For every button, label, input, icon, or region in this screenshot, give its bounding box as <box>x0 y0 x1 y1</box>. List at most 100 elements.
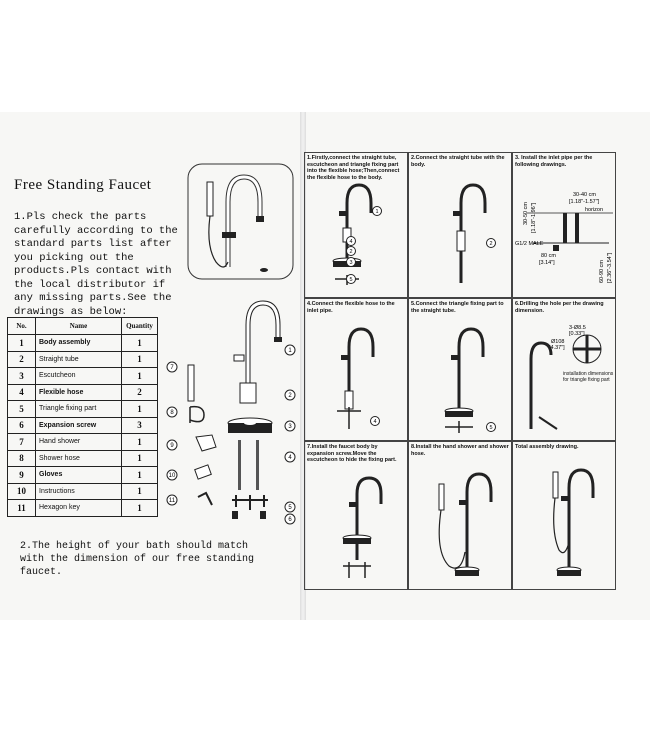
col-header-quantity: Quantity <box>121 317 158 335</box>
callout-1: 1 <box>288 348 292 354</box>
step-4-panel: 4.Connect the flexible hose to the inlet… <box>304 298 408 441</box>
step-6-drawing: 3-Ø8.5 [0.33"] Ø108 [4.37"] installation… <box>529 325 614 430</box>
dim-label: [1.18"-1.57"] <box>569 199 600 205</box>
callout: 4 <box>373 419 376 425</box>
step-9-drawing <box>552 468 595 576</box>
row-qty: 1 <box>121 449 158 467</box>
dim-label: [2.36"-3.54"] <box>607 252 613 283</box>
dim-label: [4.37"] <box>549 345 565 351</box>
row-name: Straight tube <box>35 350 122 368</box>
row-no: 1 <box>7 334 36 352</box>
step-caption: Total assembly drawing. <box>515 444 579 450</box>
dim-label: [0.33"] <box>569 331 585 337</box>
row-name: Expansion screw <box>35 416 122 434</box>
step-caption: 8.Install the hand shower and shower hos… <box>411 444 509 457</box>
step-2-drawing: 2 <box>453 183 496 283</box>
dim-note: installation dimensions for triangle fix… <box>563 371 614 383</box>
step-caption: 7.Install the faucet body by expansion s… <box>307 444 397 463</box>
row-qty: 1 <box>121 367 158 385</box>
faucet-overview-illustration <box>187 163 294 280</box>
table-header-row: No. Name Quantity <box>7 317 158 335</box>
row-qty: 1 <box>121 334 158 352</box>
row-name: Shower hose <box>35 449 122 467</box>
row-no: 9 <box>7 466 36 484</box>
step-7-panel: 7.Install the faucet body by expansion s… <box>304 441 408 590</box>
step-3-drawing: 30-40 cm [1.18"-1.57"] horizon 30-50 cm … <box>515 192 613 283</box>
callout-2: 2 <box>288 393 292 399</box>
callout-10: 10 <box>169 473 176 479</box>
step-5-drawing: 5 <box>444 327 496 433</box>
row-name: Gloves <box>35 466 122 484</box>
callout: 4 <box>349 239 352 245</box>
row-qty: 1 <box>121 350 158 368</box>
row-no: 4 <box>7 383 36 401</box>
dim-label: 60-90 cm <box>599 260 605 283</box>
step-4-drawing: 4 <box>337 327 380 429</box>
dim-label: horizon <box>585 207 603 213</box>
step-6-panel: 6.Drilling the hole per the drawing dime… <box>512 298 616 441</box>
doc-title: Free Standing Faucet <box>14 177 152 193</box>
col-header-no: No. <box>7 317 36 335</box>
step-caption: 2.Connect the straight tube with the bod… <box>411 155 505 168</box>
callout-6: 6 <box>288 517 292 523</box>
step-8-panel: 8.Install the hand shower and shower hos… <box>408 441 512 590</box>
callout: 5 <box>349 277 352 283</box>
row-name: Body assembly <box>35 334 122 352</box>
step-caption: 6.Drilling the hole per the drawing dime… <box>515 301 604 314</box>
row-qty: 1 <box>121 433 158 451</box>
row-name: Escutcheon <box>35 367 122 385</box>
row-qty: 1 <box>121 499 158 517</box>
callout: 3 <box>349 260 352 266</box>
callout: 2 <box>349 249 352 255</box>
callout-3: 3 <box>288 424 292 430</box>
step-5-panel: 5.Connect the triangle fixing part to th… <box>408 298 512 441</box>
step-7-drawing <box>342 476 383 578</box>
row-no: 5 <box>7 400 36 418</box>
dim-label: [1.18"-1.96"] <box>531 202 537 233</box>
row-qty: 1 <box>121 400 158 418</box>
callout-5: 5 <box>288 505 292 511</box>
intro-text: 1.Pls check the parts carefully accordin… <box>14 211 178 318</box>
dim-label: G1/2 MALE <box>515 241 544 247</box>
page-fold <box>300 112 306 620</box>
row-qty: 3 <box>121 416 158 434</box>
row-qty: 2 <box>121 383 158 401</box>
row-no: 2 <box>7 350 36 368</box>
callout: 5 <box>489 425 492 431</box>
callout: 1 <box>375 209 378 215</box>
row-no: 10 <box>7 482 36 500</box>
row-name: Flexible hose <box>35 383 122 401</box>
callout-4: 4 <box>288 455 292 461</box>
step-1-panel: 1.Firstly,connect the straight tube, esc… <box>304 152 408 298</box>
row-name: Instructions <box>35 482 122 500</box>
step-2-panel: 2.Connect the straight tube with the bod… <box>408 152 512 298</box>
row-no: 11 <box>7 499 36 517</box>
row-no: 8 <box>7 449 36 467</box>
dim-label: [3.14"] <box>539 260 555 266</box>
exploded-parts-illustration: 1 2 3 4 5 6 7 8 9 10 11 <box>166 300 296 525</box>
step-caption: 3. Install the inlet pipe per the follow… <box>515 155 593 168</box>
step-1-drawing: 1 4 2 3 5 <box>332 183 382 285</box>
callout: 2 <box>489 241 492 247</box>
step-3-panel: 3. Install the inlet pipe per the follow… <box>512 152 616 298</box>
step-caption: 5.Connect the triangle fixing part to th… <box>411 301 504 314</box>
step-8-drawing <box>438 472 493 576</box>
bath-height-note: 2.The height of your bath should match w… <box>20 541 255 578</box>
callout-8: 8 <box>170 410 174 416</box>
dim-label: 30-50 cm <box>523 202 529 225</box>
dim-label: Ø108 <box>551 339 564 345</box>
row-no: 7 <box>7 433 36 451</box>
callout-9: 9 <box>170 443 174 449</box>
dim-label: 30-40 cm <box>573 192 596 198</box>
dim-label: 3-Ø8.5 <box>569 325 586 331</box>
col-header-name: Name <box>35 317 122 335</box>
